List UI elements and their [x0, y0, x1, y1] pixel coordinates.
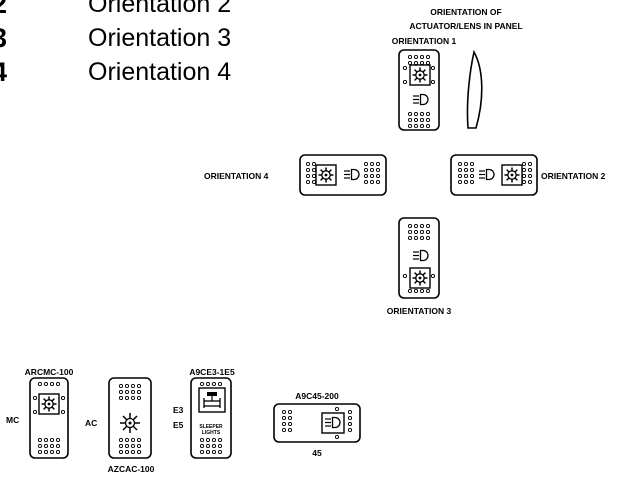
part-label-e3: E3	[173, 405, 184, 415]
sleeper-lights-line1: SLEEPER	[199, 424, 223, 430]
legend-code: 2	[0, 0, 7, 22]
sleeper-lights-line2: LIGHTS	[201, 430, 221, 436]
orientation-3-label: ORIENTATION 3	[386, 306, 452, 316]
legend-label: Orientation 4	[88, 58, 232, 86]
orientation-1-label: ORIENTATION 1	[391, 36, 457, 46]
part-label-mc: MC	[6, 415, 20, 425]
switch-orientation-4	[299, 154, 387, 196]
switch-orientation-1	[398, 49, 440, 131]
part-label-arcmc-100: ARCMC-100	[24, 367, 74, 377]
orientation-2-label: ORIENTATION 2	[541, 171, 606, 181]
legend-label: Orientation 3	[88, 24, 232, 52]
legend-code: 3	[0, 20, 7, 56]
switch-arcmc-100	[29, 377, 69, 459]
orientation-4-label: ORIENTATION 4	[204, 171, 269, 181]
diagram-heading-line2: ACTUATOR/LENS IN PANEL	[409, 21, 523, 31]
diagram-heading-line1: ORIENTATION OF	[430, 7, 502, 17]
legend-label: Orientation 2	[88, 0, 232, 18]
actuator-profile	[466, 49, 483, 129]
part-label-a9c45-200: A9C45-200	[295, 391, 339, 401]
part-label-45: 45	[312, 448, 322, 458]
switch-a9c45-200	[273, 403, 361, 443]
part-label-azcac-100: AZCAC-100	[107, 464, 155, 474]
part-label-a9ce3-1e5: A9CE3-1E5	[189, 367, 235, 377]
part-label-ac: AC	[85, 418, 98, 428]
legend-code: 4	[0, 54, 7, 90]
switch-orientation-3	[398, 217, 440, 299]
switch-azcac-100	[108, 377, 152, 459]
switch-orientation-2	[450, 154, 538, 196]
switch-a9ce3-1e5	[190, 377, 232, 459]
part-label-e5: E5	[173, 420, 184, 430]
